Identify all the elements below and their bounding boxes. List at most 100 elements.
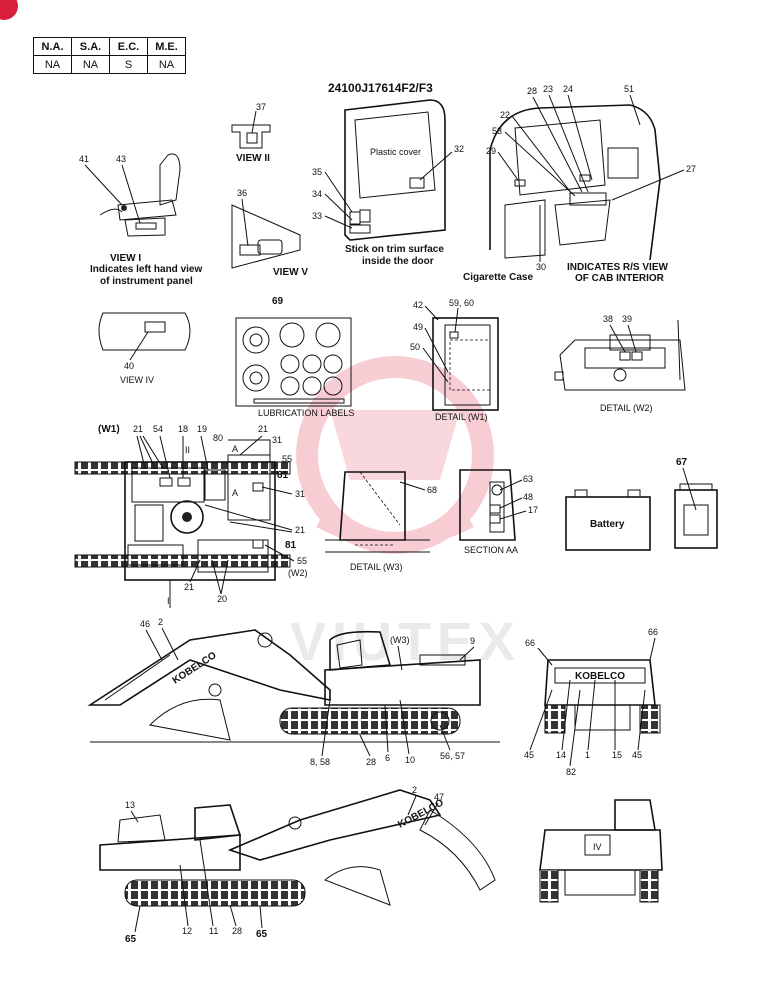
callout-28-c: 28 [232,926,242,936]
lubrication-labels-sheet: 69 LUBRICATION LABELS [235,296,354,418]
callout-65-a: 65 [125,934,137,945]
brand-mark-rear: KOBELCO [575,671,625,682]
callout-1: 1 [585,750,590,760]
view-4: 40 VIEW IV [98,312,191,385]
callout-w1: (W1) [98,424,120,435]
door-caption-line2: inside the door [362,256,434,267]
callout-w2: (W2) [288,568,308,578]
callout-81-a: 81 [277,470,289,481]
callout-2-a: 2 [158,617,163,627]
callout-67: 67 [676,457,688,468]
plan-view: I II (W1) 21 54 18 19 80 21 31 55 A A 81… [74,424,308,608]
callout-23: 23 [543,84,553,94]
callout-36: 36 [237,188,247,198]
callout-39: 39 [622,314,632,324]
callout-15: 15 [612,750,622,760]
side-view-right: KOBELCO 13 2 47 65 12 11 28 65 [99,785,496,945]
callout-51: 51 [624,84,634,94]
callout-66-a: 66 [525,638,535,648]
callout-42: 42 [413,300,423,310]
callout-18: 18 [178,424,188,434]
codes-value-row: NA NA S NA [33,55,186,74]
callout-40: 40 [124,361,134,371]
detail-w2-label: DETAIL (W2) [600,403,653,413]
callout-arrow-ii: II [185,445,190,455]
rs-view-line1: INDICATES R/S VIEW [567,262,668,273]
view-5: 36 VIEW V [231,188,308,278]
market-codes-table: N.A. S.A. E.C. M.E. NA NA S NA [33,37,186,74]
callout-27: 27 [686,164,696,174]
callout-21-a: 21 [133,424,143,434]
callout-21-b: 21 [258,424,268,434]
callout-22: 22 [500,110,510,120]
part-number: 24100J17614F2/F3 [328,81,433,95]
callout-12: 12 [182,926,192,936]
code-value-me: NA [147,55,186,74]
rs-view-line2: OF CAB INTERIOR [575,273,665,284]
callout-43: 43 [116,154,126,164]
callout-59-60: 59, 60 [449,298,474,308]
callout-66-b: 66 [648,627,658,637]
callout-80: 80 [213,433,223,443]
detail-w3: 68 DETAIL (W3) [325,471,437,572]
battery-label: Battery [590,519,625,530]
callout-8-58: 8, 58 [310,757,330,767]
callout-6: 6 [385,753,390,763]
callout-17: 17 [528,505,538,515]
callout-31-a: 31 [272,435,282,445]
view-1-title: VIEW I [110,253,141,264]
detail-w3-label: DETAIL (W3) [350,562,403,572]
door-caption-line1: Stick on trim surface [345,244,444,255]
callout-45-b: 45 [632,750,642,760]
callout-2-b: 2 [412,785,417,795]
callout-29: 29 [486,146,496,156]
callout-arrow-i: I [167,596,170,606]
callout-49: 49 [413,322,423,332]
view-1-caption-line2: of instrument panel [100,276,193,287]
callout-37: 37 [256,102,266,112]
callout-41: 41 [79,154,89,164]
callout-45-a: 45 [524,750,534,760]
callout-56-57: 56, 57 [440,751,465,761]
section-mark-a-bottom: A [232,488,238,498]
cigarette-case-label: Cigarette Case [463,272,533,283]
detail-w2: 38 39 DETAIL (W2) [554,314,686,413]
callout-55-b: 55 [297,556,307,566]
lubrication-labels-caption: LUBRICATION LABELS [258,408,354,418]
plastic-cover-label: Plastic cover [370,147,421,157]
callout-35: 35 [312,167,322,177]
callout-32: 32 [454,144,464,154]
callout-69: 69 [272,296,284,307]
callout-53: 53 [492,126,502,136]
view-2: 37 VIEW II [231,102,271,164]
callout-24: 24 [563,84,573,94]
section-aa-label: SECTION AA [464,545,518,555]
callout-14: 14 [556,750,566,760]
code-value-na: NA [33,55,72,74]
view-2-title: VIEW II [236,153,270,164]
callout-68: 68 [427,485,437,495]
callout-21-d: 21 [184,582,194,592]
section-mark-a-top: A [232,444,238,454]
callout-w3: (W3) [390,635,410,645]
callout-55-a: 55 [282,454,292,464]
view-1-seat: 41 43 VIEW I Indicates left hand view of… [79,153,202,287]
detail-w1: 42 59, 60 49 50 DETAIL (W1) [410,298,499,422]
rear-view-2: IV [539,799,663,903]
callout-54: 54 [153,424,163,434]
callout-81-b: 81 [285,540,297,551]
callout-28-b: 28 [366,757,376,767]
callout-34: 34 [312,189,322,199]
code-header-sa: S.A. [71,37,110,56]
corner-badge [0,0,18,20]
callout-10: 10 [405,755,415,765]
rear-view-1: KOBELCO 66 66 45 14 1 15 45 82 [524,627,661,777]
view-1-caption-line1: Indicates left hand view [90,264,202,275]
callout-46: 46 [140,619,150,629]
codes-header-row: N.A. S.A. E.C. M.E. [33,37,186,56]
callout-9: 9 [470,636,475,646]
callout-21-c: 21 [295,525,305,535]
callout-31-b: 31 [295,489,305,499]
callout-63: 63 [523,474,533,484]
detail-w1-label: DETAIL (W1) [435,412,488,422]
